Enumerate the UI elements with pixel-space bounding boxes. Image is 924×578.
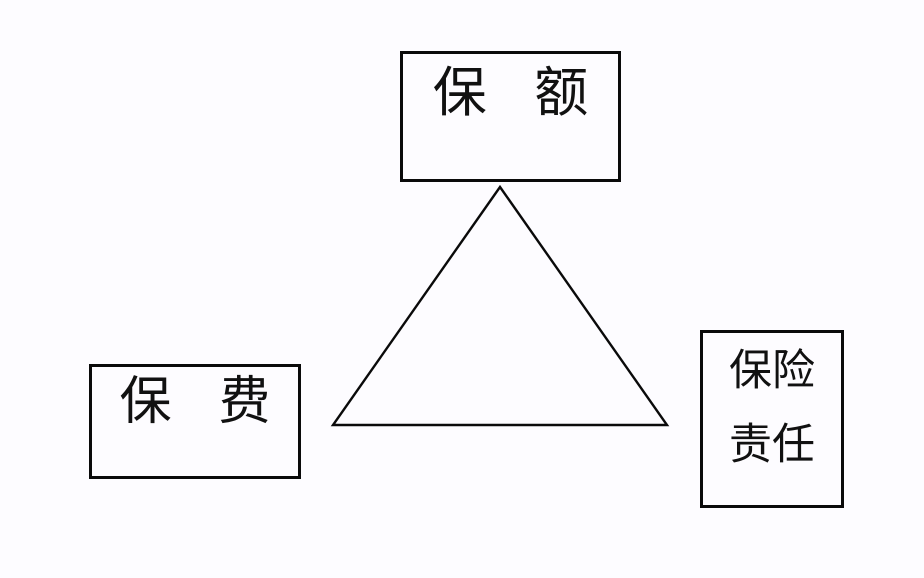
node-liability-label-line2: 责任 <box>729 422 815 469</box>
node-sum-insured: 保 额 <box>400 51 621 182</box>
node-sum-insured-label: 保 额 <box>432 63 606 123</box>
node-premium: 保 费 <box>89 364 301 479</box>
node-liability: 保险 责任 <box>700 330 844 508</box>
triangle-outline <box>330 184 670 427</box>
node-liability-label-line1: 保险 <box>729 348 815 395</box>
node-premium-label: 保 费 <box>119 374 288 431</box>
